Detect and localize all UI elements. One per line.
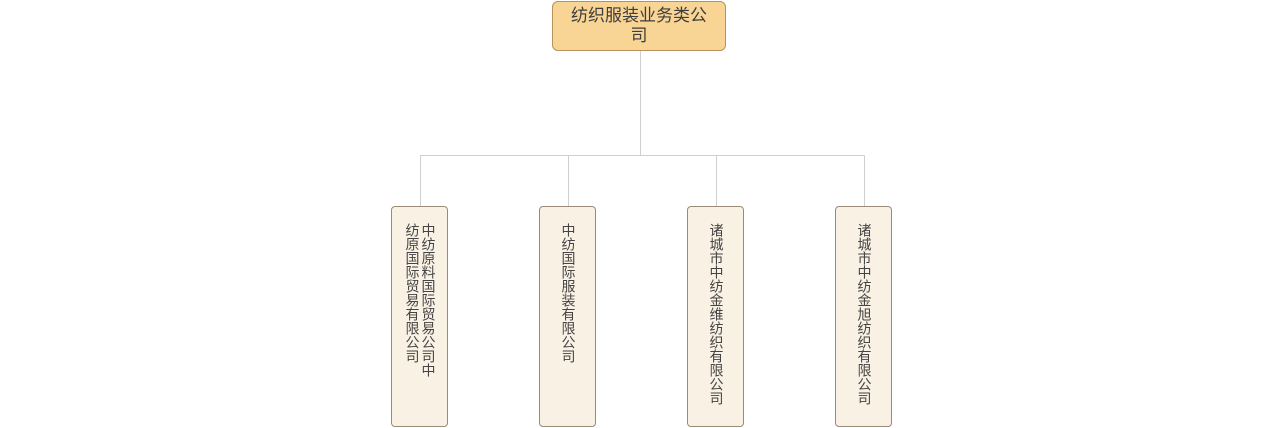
root-node-label: 纺织服装业务类公司: [571, 6, 707, 46]
child-node-1-label: 中纺原料国际贸易公司中纺原国际贸易有限公司: [403, 223, 436, 377]
child-node-4-label: 诸城市中纺金旭纺织有限公司: [855, 223, 872, 405]
child-node-2[interactable]: 中纺国际服装有限公司: [539, 206, 596, 427]
child-node-3-label: 诸城市中纺金维纺织有限公司: [707, 223, 724, 405]
child-node-2-label: 中纺国际服装有限公司: [559, 223, 576, 363]
child-node-3[interactable]: 诸城市中纺金维纺织有限公司: [687, 206, 744, 427]
child-node-4[interactable]: 诸城市中纺金旭纺织有限公司: [835, 206, 892, 427]
child-node-1[interactable]: 中纺原料国际贸易公司中纺原国际贸易有限公司: [391, 206, 448, 427]
root-node[interactable]: 纺织服装业务类公司: [552, 1, 726, 51]
